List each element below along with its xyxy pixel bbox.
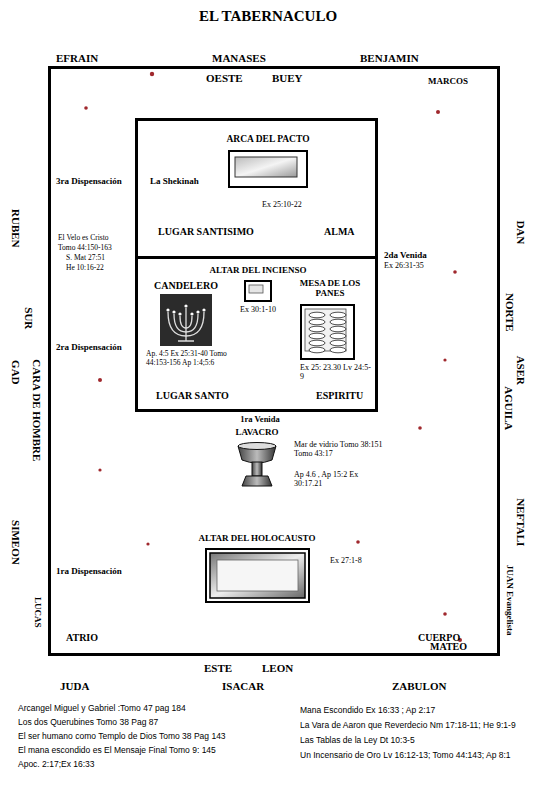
label: He 10:16-22 (66, 264, 104, 273)
ark-box: ARCA DEL PACTOEx 25:10-22 (228, 150, 308, 188)
label: Ex 26:31-35 (384, 261, 424, 270)
node-heading: LAVACRO (217, 427, 297, 437)
node-heading: LUGAR SANTO (156, 390, 229, 402)
label: ISACAR (222, 680, 264, 693)
node-text: LUGAR SANTISIMO (158, 226, 254, 238)
node-heading: MESA DE LOS PANES (290, 278, 370, 299)
label: 2da Venida (384, 250, 427, 260)
label: ASER (515, 355, 528, 384)
reference-note: Arcangel Miguel y Gabriel :Tomo 47 pag 1… (18, 704, 186, 714)
label: LEON (262, 662, 293, 675)
node-heading: ALTAR DEL INCIENSO (183, 265, 333, 275)
label: GAD (9, 360, 22, 384)
label: SIMEON (9, 520, 22, 565)
burnt-altar-box: ALTAR DEL HOLOCAUSTOEx 27:1-8 (205, 548, 310, 603)
holy-place: LUGAR SANTOESPIRITUALTAR DEL INCIENSOEx … (135, 256, 378, 412)
node-heading: ATRIO (66, 632, 98, 644)
label: NEFTALI (515, 498, 528, 546)
node-text: ESPIRITU (316, 390, 363, 402)
label: MANASES (212, 52, 266, 65)
label: El Velo es Cristo (58, 234, 109, 243)
incense-altar-box: ALTAR DEL INCIENSOEx 30:1-10 (244, 280, 272, 302)
label: EFRAIN (56, 52, 98, 65)
label: JUAN Evangelista (504, 565, 514, 636)
label: 3ra Dispensación (56, 176, 122, 186)
reference-note: Apoc. 2:17;Ex 16:33 (18, 760, 95, 770)
node-text: Ex 27:1-8 (330, 556, 362, 565)
label: BENJAMIN (360, 52, 419, 65)
node-text: Ex 25: 23.30 Lv 24:5-9 (300, 363, 372, 381)
label: JUDA (60, 680, 89, 693)
reference-note: La Vara de Aaron que Reverdecio Nm 17:18… (300, 721, 516, 731)
reference-note: Las Tablas de la Ley Dt 10:3-5 (300, 736, 415, 746)
node-text: Ap 4.6 , Ap 15:2 Ex 30:17.21 (294, 470, 384, 488)
node-heading: La Shekinah (150, 176, 199, 186)
label: SUR (23, 307, 36, 329)
label: S. Mat 27:51 (66, 254, 105, 263)
furniture-drawing (302, 306, 353, 358)
label: Tomo 44:150-163 (58, 244, 112, 253)
laver-figure: LAVACROMar de vidrio Tomo 38:151 Tomo 43… (236, 440, 278, 490)
furniture-drawing (230, 152, 306, 186)
node-text: Mar de vidrio Tomo 38:151 Tomo 43:17 (294, 440, 402, 458)
title: EL TABERNACULO (199, 8, 337, 25)
furniture-drawing (236, 440, 278, 490)
label: LUCAS (33, 597, 43, 628)
node-heading: ARCA DEL PACTO (198, 134, 338, 145)
label: OESTE (206, 72, 243, 85)
label: 1ra Venida (237, 415, 282, 425)
reference-note: El ser humano como Templo de Dios Tomo 3… (18, 732, 226, 742)
label: CARA DE HOMBRE (31, 359, 44, 461)
label: MATEO (430, 641, 467, 653)
node-text: Ap. 4:5 Ex 25:31-40 Tomo 44:153-156 Ap 1… (146, 350, 242, 367)
node-text: Ex 30:1-10 (218, 305, 298, 314)
reference-note: Mana Escondido Ex 16:33 ; Ap 2:17 (300, 706, 435, 716)
label: 2ra Dispensación (56, 342, 122, 352)
furniture-drawing (205, 548, 310, 603)
bread-table-box: MESA DE LOS PANESEx 25: 23.30 Lv 24:5-9 (300, 304, 355, 360)
furniture-drawing (160, 294, 212, 346)
label: 1ra Dispensación (56, 566, 122, 576)
furniture-drawing (246, 282, 270, 300)
node-text: ALMA (324, 226, 355, 238)
holy-of-holies: La ShekinahLUGAR SANTISIMO ALMA ARCA DEL P… (135, 118, 378, 259)
node-heading: ALTAR DEL HOLOCAUSTO (172, 533, 342, 543)
label: ZABULON (392, 680, 446, 693)
node-text: Ex 25:10-22 (262, 200, 302, 209)
reference-note: El mana escondido es El Mensaje Final To… (18, 746, 216, 756)
label: MARCOS (428, 76, 468, 86)
lampstand-box: CANDELEROAp. 4:5 Ex 25:31-40 Tomo 44:153… (160, 294, 212, 346)
reference-note: Un Incensario de Oro Lv 16:12-13; Tomo 4… (300, 751, 511, 761)
label: DAN (515, 220, 528, 244)
label: ESTE (204, 662, 232, 675)
label: BUEY (272, 72, 303, 85)
label: RUBEN (9, 209, 22, 248)
reference-note: Los dos Querubines Tomo 38 Pag 87 (18, 718, 158, 728)
node-heading: CANDELERO (146, 280, 226, 292)
label: NORTE (503, 293, 516, 332)
label: AGUILA (503, 386, 516, 430)
